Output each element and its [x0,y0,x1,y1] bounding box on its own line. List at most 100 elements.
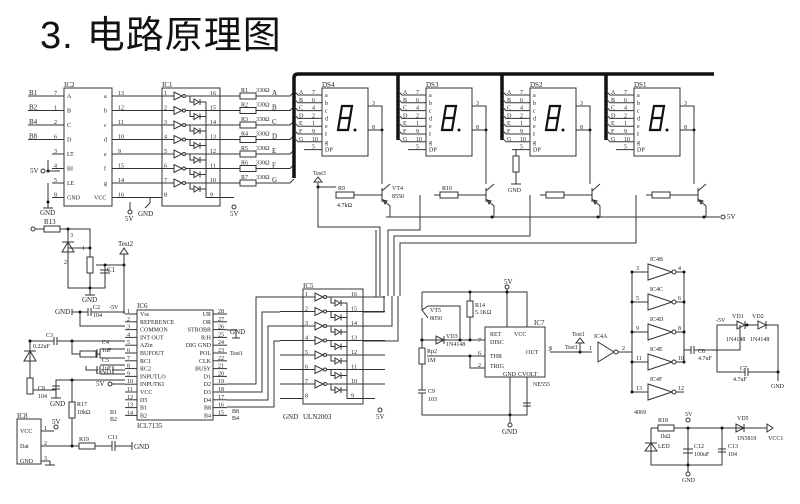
ic6-pin-num: 7 [127,356,130,362]
base-resistor [651,191,671,199]
display-net: F [299,129,303,135]
display-seg-label: b [533,101,536,107]
vcc1-label: VCC1 [768,436,783,442]
ic8-pin-label: GND [20,459,34,465]
ref-gnd-label: GND [82,296,97,304]
ic5-out-pin: 16 [351,292,357,298]
c4-label: C4 [102,340,109,346]
ic6-clk-test1-label: Test1 [230,351,243,357]
resistor-value: 330Ω [256,132,270,138]
ic2-pin-num: 1 [54,106,57,112]
display-pin-num: 2 [624,113,627,119]
ic4-out-pin: 12 [678,386,684,392]
ic6-pin-label: INPUTKI [140,382,164,388]
ic4-gate-ref: IC4B [650,257,663,263]
ic6-pin-25: 25R/H [201,332,227,341]
inverter-icon [314,335,325,346]
ic1-out-pin: 14 [210,120,216,126]
led-label: LED [658,444,670,450]
ic2-gnd-label: GND [40,209,55,217]
display-net: A [299,90,304,96]
ic1-out-pin: 15 [210,106,216,112]
inverter-icon [647,353,674,371]
ic2-5v-terminal [40,168,46,174]
display-ref: DS3 [426,81,439,89]
display-ref: DS1 [634,81,647,89]
emitter-arrow-icon [382,199,388,205]
ic6-pin-label: INT OUT [140,335,164,341]
r10-label: R10 [442,186,452,192]
ic1-ref: IC1 [162,81,173,89]
c8-value: 104 [38,394,47,400]
resistor-value: 330Ω [256,175,270,181]
ic4-in-pin: 9 [636,326,639,332]
ic1-out-pin: 13 [210,135,216,141]
ic5-in-pin: 3 [305,321,308,327]
resistor-value: 330Ω [256,103,270,109]
base-resistor [439,191,459,199]
ic1-out-pin: 11 [210,164,216,170]
ic8-pin-num: 2 [44,441,47,447]
display-pin-num: 5 [520,145,523,151]
ic6-pin-label: D4 [204,398,211,404]
inverter-icon [314,306,325,317]
resistor-ref: R6 [241,161,248,167]
ic6-pin-num: 28 [218,309,224,315]
negative-supply: -5V VD1 1N4148 VD2 1N4148 C6 4.7uF C7 4.… [686,314,785,390]
ic4-gate-ref: IC4C [650,287,663,293]
inverter-icon [173,178,184,188]
resistor-value: 330Ω [256,146,270,152]
inverter-icon [647,323,674,341]
display-seg-label: g [533,140,536,146]
ic5-com-pin: 9 [351,394,354,400]
ic1-body [161,87,221,207]
ic6-pin-num: 6 [127,348,130,354]
c11-label: C11 [108,435,118,441]
ic1-out-pin: 10 [210,178,216,184]
c3-label: C3 [46,333,53,339]
rp2-value: 1M [427,358,436,364]
vd1-label: VD1 [732,314,744,320]
display-seg-label: e [533,124,536,130]
ic2-pin-label: LE [67,181,75,187]
display-seg-label: e [429,124,432,130]
ic1-in-pin: 2 [164,106,167,112]
ic6-dig-gnd-label: GND [230,328,245,336]
ic2-pin-label: B [67,109,71,115]
vt5-type: 8050 [430,316,442,322]
vd2-type: 1N4148 [750,337,769,343]
inverter-icon [314,350,325,360]
display-pin-num: 6 [312,98,315,104]
ic1-out-pin: 12 [210,149,216,155]
ic6-pin-num: 20 [218,371,224,377]
resistor-ref: R7 [241,175,248,181]
driver-transistor-3 [540,183,601,217]
display-seg-label: DP [429,148,437,154]
display-net: D [611,113,616,119]
ic1-in-pin: 3 [164,120,167,126]
segment-net-label: D [272,133,277,141]
potentiometer [86,256,94,274]
display-seg-label: d [429,116,432,122]
vt4-type: 8550 [392,194,404,200]
ic6-pin-num: 25 [218,332,224,338]
display-net: E [299,121,303,127]
c6-value: 4.7uF [698,356,713,362]
c8-gnd-label: GND [50,400,65,408]
c8-label: C8 [38,386,45,392]
ic7-gnd: GND [503,372,517,378]
